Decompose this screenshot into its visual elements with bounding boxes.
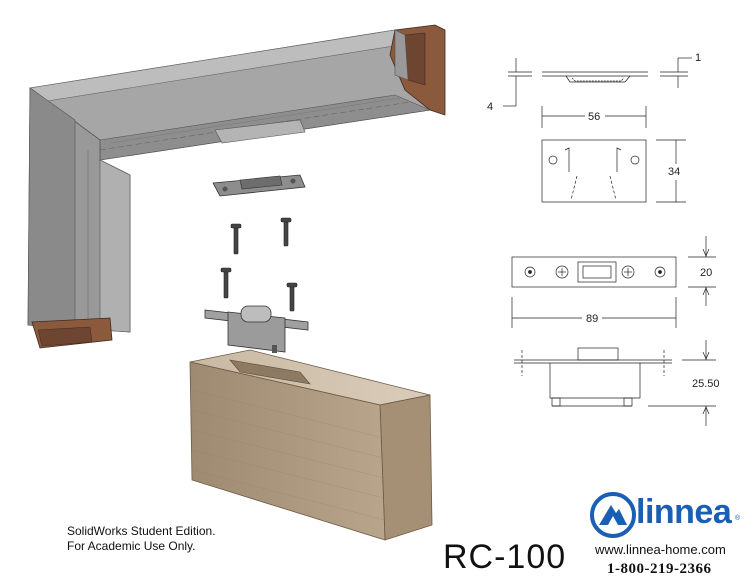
view-edge-top — [503, 57, 692, 107]
door-frame — [27, 24, 446, 349]
view-catch-side — [514, 340, 716, 426]
screws — [220, 217, 298, 312]
watermark-line-2: For Academic Use Only. — [67, 539, 196, 553]
view-strike-front — [541, 106, 686, 203]
door-block — [189, 349, 433, 541]
solidworks-watermark: SolidWorks Student Edition. For Academic… — [67, 524, 216, 554]
brand-website[interactable]: www.linnea-home.com — [595, 542, 726, 557]
brand-block: linnea ® www.linnea-home.com 1-800-219-2… — [587, 489, 752, 587]
dim-20: 20 — [700, 267, 712, 279]
brand-name: linnea — [636, 493, 732, 531]
brand-phone: 1-800-219-2366 — [607, 561, 712, 577]
watermark-line-1: SolidWorks Student Edition. — [67, 524, 216, 538]
brand-registered-mark: ® — [735, 515, 741, 522]
dim-34: 34 — [668, 166, 680, 178]
model-number: RC-100 — [443, 538, 567, 576]
dim-1: 1 — [695, 52, 701, 64]
strike-plate — [212, 174, 306, 197]
dimension-labels: 1 4 56 34 20 89 25.50 — [487, 52, 720, 390]
roller-catch — [204, 305, 309, 353]
linnea-logo-icon — [590, 492, 636, 538]
dim-25-50: 25.50 — [692, 378, 720, 390]
dim-4: 4 — [487, 101, 493, 113]
dim-89: 89 — [586, 313, 598, 325]
view-catch-front — [511, 236, 716, 328]
dim-56: 56 — [588, 111, 600, 123]
